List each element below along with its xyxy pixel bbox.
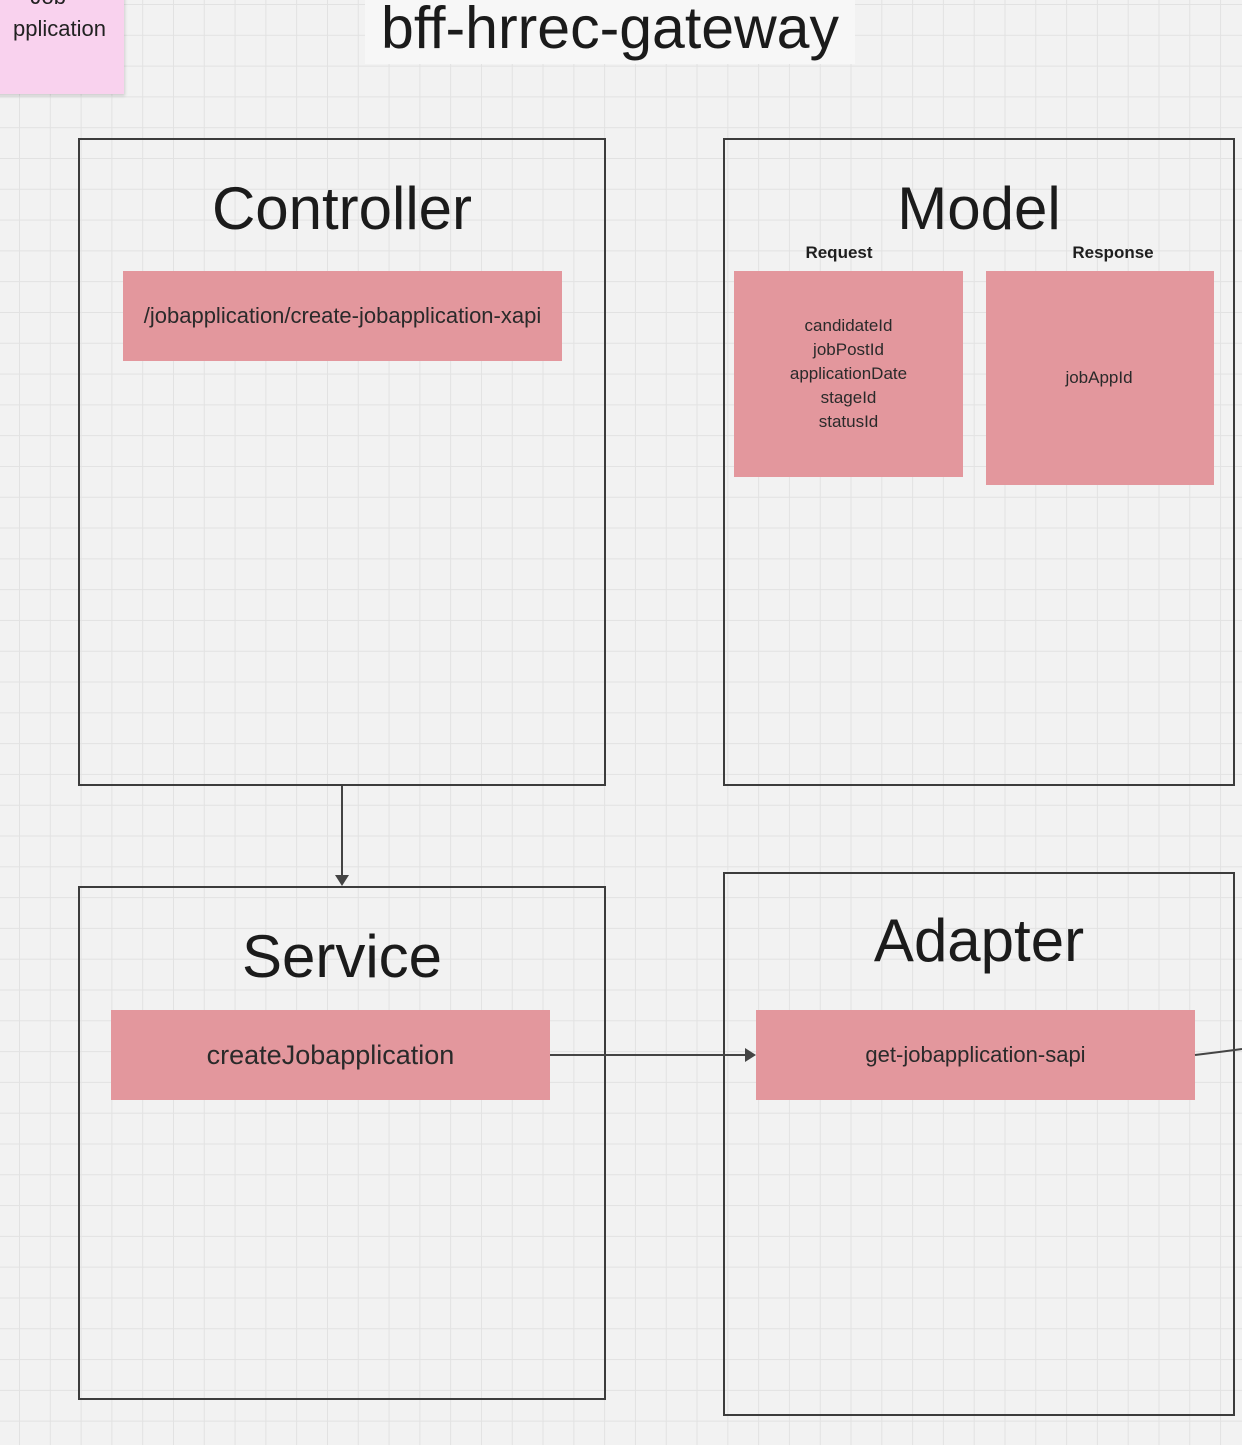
controller-endpoint-text: /jobapplication/create-jobapplication-xa… xyxy=(143,303,542,328)
service-to-adapter-arrowhead xyxy=(745,1048,756,1062)
controller-endpoint-card[interactable]: /jobapplication/create-jobapplication-xa… xyxy=(123,271,562,361)
request-field-stage-id: stageId xyxy=(820,388,877,407)
request-field-candidate-id: candidateId xyxy=(804,316,893,335)
adapter-outgoing-connector[interactable] xyxy=(1194,1048,1242,1056)
controller-frame[interactable]: Controller xyxy=(78,138,606,786)
request-field-application-date: applicationDate xyxy=(789,364,908,383)
model-title: Model xyxy=(897,175,1061,242)
controller-to-service-arrowhead xyxy=(335,875,349,886)
request-field-job-post-id: jobPostId xyxy=(813,340,884,359)
adapter-call-text: get-jobapplication-sapi xyxy=(865,1042,1086,1067)
model-response-card[interactable]: jobAppId xyxy=(986,271,1214,485)
adapter-call-card[interactable]: get-jobapplication-sapi xyxy=(756,1010,1195,1100)
service-title: Service xyxy=(241,923,443,990)
controller-title: Controller xyxy=(211,175,473,242)
diagram-title[interactable]: bff-hrrec-gateway xyxy=(381,0,839,61)
response-field-job-app-id: jobAppId xyxy=(1065,368,1133,387)
sticky-note-line-2: pplication xyxy=(13,16,106,41)
service-frame[interactable]: Service xyxy=(78,886,606,1400)
service-method-card[interactable]: createJobapplication xyxy=(111,1010,550,1100)
request-field-status-id: statusId xyxy=(818,412,879,431)
model-frame[interactable]: Model xyxy=(723,138,1235,786)
title-background xyxy=(365,0,855,64)
model-response-label: Response xyxy=(1072,243,1154,262)
adapter-title: Adapter xyxy=(873,907,1085,974)
sticky-note-line-1: Job xyxy=(0,0,106,13)
adapter-frame[interactable]: Adapter xyxy=(723,872,1235,1416)
model-request-card[interactable]: candidateId jobPostId applicationDate st… xyxy=(734,271,963,477)
sticky-note-text: Job pplication xyxy=(0,0,106,45)
model-request-label: Request xyxy=(805,243,873,262)
service-method-text: createJobapplication xyxy=(206,1039,455,1070)
sticky-note[interactable]: Job pplication xyxy=(0,0,124,94)
